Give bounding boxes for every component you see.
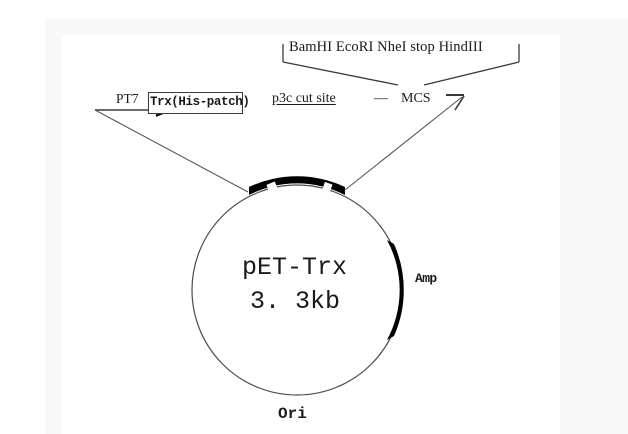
plasmid-name-label: pET-Trx (242, 253, 348, 282)
pt7-promoter-label: PT7 (116, 91, 139, 106)
trx-gene-label: Trx(His-patch) (150, 95, 250, 109)
amp-resistance-label: Amp (415, 271, 437, 286)
plasmid-size-label: 3. 3kb (250, 287, 341, 316)
restriction-sites-bracket (282, 44, 520, 86)
ori-label: Ori (278, 405, 307, 423)
amp-resistance-arc (384, 240, 404, 340)
mcs-leader-arrow (344, 93, 465, 191)
mcs-label: MCS (401, 91, 431, 106)
trx-gene-box (148, 92, 243, 114)
insert-cassette-arc (249, 176, 345, 195)
p3c-cut-site-label: p3c cut site (272, 91, 336, 106)
separator-dash: — (374, 91, 388, 106)
restriction-sites-label: BamHI EcoRI NheI stop HindIII (289, 39, 483, 55)
promoter-leader-line (94, 109, 249, 193)
